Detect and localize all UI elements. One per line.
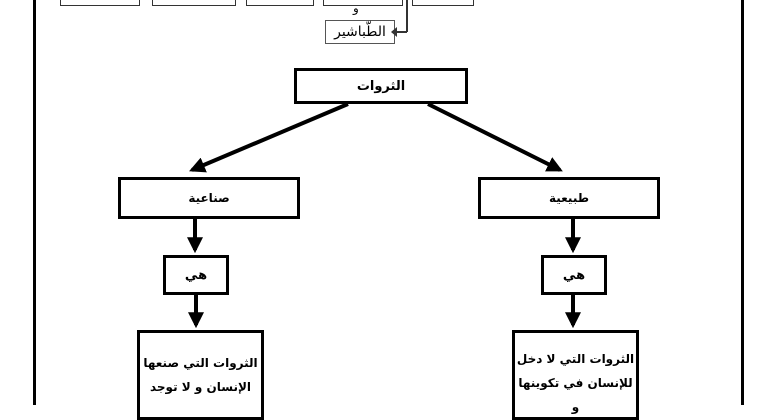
frame-left-border bbox=[33, 0, 36, 405]
arrow-root-to-manmade bbox=[189, 102, 349, 173]
frame-right-border bbox=[741, 0, 744, 405]
diagram-arrows bbox=[187, 102, 581, 329]
definition-natural-text: الثروات التي لا دخل للإنسان في تكوينها و bbox=[516, 352, 635, 414]
connector-hook-horizontal bbox=[396, 31, 407, 33]
branch-node-natural: طبيعية bbox=[478, 177, 660, 219]
link-natural-label: هي bbox=[562, 267, 586, 283]
connector-hook-arrowhead bbox=[391, 27, 397, 37]
link-manmade-label: هي bbox=[184, 267, 208, 283]
tabashir-label: الطّباشير bbox=[334, 24, 386, 40]
branch-natural-label: طبيعية bbox=[548, 191, 590, 205]
definition-manmade-text: الثروات التي صنعها الإنسان و لا توجد bbox=[143, 356, 258, 394]
top-box-4 bbox=[323, 0, 403, 6]
link-node-natural: هي bbox=[541, 255, 607, 295]
root-node-wealth: الثروات bbox=[294, 68, 468, 104]
link-node-manmade: هي bbox=[163, 255, 229, 295]
connector-hook-vertical bbox=[406, 0, 408, 32]
top-box-5 bbox=[412, 0, 474, 6]
conjunction-text: و bbox=[353, 1, 359, 15]
definition-node-manmade: الثروات التي صنعها الإنسان و لا توجد bbox=[137, 330, 264, 420]
root-node-label: الثروات bbox=[356, 78, 406, 94]
branch-manmade-label: صناعية bbox=[188, 191, 230, 205]
definition-node-natural: الثروات التي لا دخل للإنسان في تكوينها و bbox=[512, 330, 639, 420]
top-box-1 bbox=[60, 0, 140, 6]
top-box-2 bbox=[152, 0, 236, 6]
arrow-root-to-natural bbox=[427, 102, 563, 172]
top-box-3 bbox=[246, 0, 314, 6]
branch-node-manmade: صناعية bbox=[118, 177, 300, 219]
